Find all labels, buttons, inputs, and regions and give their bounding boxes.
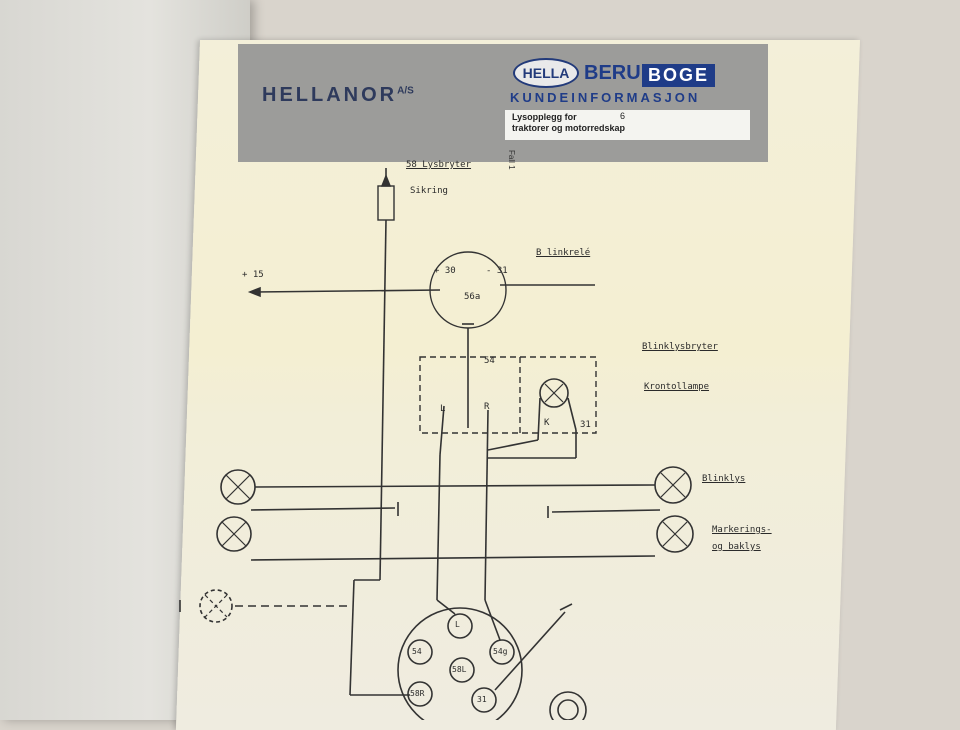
label-switch-r: R (484, 402, 490, 412)
socket-pin-54g: 54g (493, 647, 508, 656)
beru-logo: BERU (584, 62, 641, 84)
label-sikring: Sikring (410, 186, 448, 196)
socket-pin-58r: 58R (410, 689, 425, 698)
document-title: KUNDEINFORMASJON (510, 90, 701, 105)
label-t30: + 30 (434, 266, 456, 276)
label-lysbryter: 58 Lysbryter (406, 160, 472, 170)
socket-pin-54: 54 (412, 647, 422, 656)
label-t31: - 31 (486, 266, 508, 276)
subject-text: Lysopplegg for traktorer og motorredskap (512, 112, 626, 133)
hella-logo: HELLA (513, 58, 579, 88)
label-54: 54 (484, 356, 495, 366)
label-markerings: Markerings- (712, 525, 772, 535)
label-56a: 56a (464, 292, 481, 302)
label-blinkrele: B linkrelé (536, 248, 591, 258)
label-plus15: + 15 (242, 270, 264, 280)
label-blinklys: Blinklys (702, 474, 746, 484)
label-blinklysbryter: Blinklysbryter (642, 342, 718, 352)
label-baklys: og baklys (712, 542, 761, 552)
label-switch-l: L (440, 404, 446, 414)
hellanor-logo: HELLANORA/S (262, 84, 414, 106)
socket-pin-l: L (455, 620, 460, 629)
label-krontollampe: Krontollampe (644, 382, 710, 392)
subject-box (505, 110, 750, 140)
label-k: K (544, 418, 550, 428)
header-band (238, 44, 768, 162)
socket-pin-58l: 58L (452, 665, 467, 674)
subject-mark: 6 (620, 111, 626, 121)
label-31b: 31 (580, 420, 591, 430)
boge-logo: BOGE (642, 64, 716, 87)
socket-pin-31: 31 (477, 695, 487, 704)
